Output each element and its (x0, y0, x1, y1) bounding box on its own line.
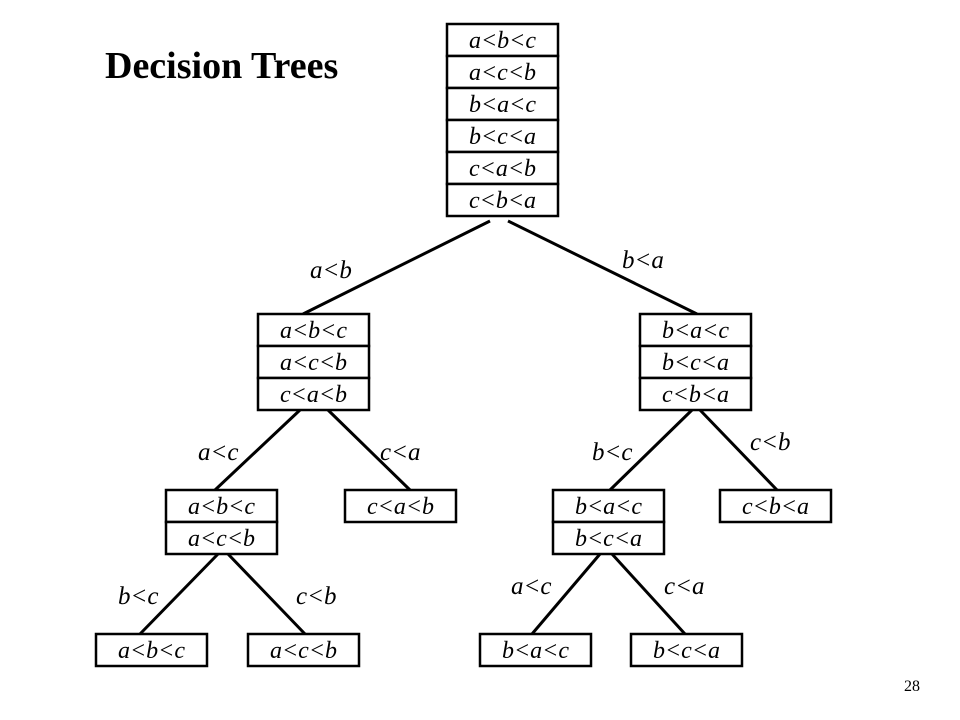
ordering-label: b<c<a (662, 350, 729, 376)
tree-node-rll: b<a<c (478, 632, 593, 668)
ordering-label: a<c<b (188, 526, 255, 552)
edge-rl-to-rlr (610, 552, 687, 636)
edge-label-r-to-rl: b<c (592, 439, 632, 466)
node-cell (445, 22, 560, 58)
node-cell (445, 86, 560, 122)
tree-node-lr: c<a<b (343, 488, 458, 524)
ordering-label: a<b<c (280, 318, 347, 344)
tree-node-r: b<a<c b<c<a c<b<a (638, 312, 753, 412)
ordering-label: a<b<c (469, 28, 536, 54)
ordering-label: b<a<c (575, 494, 642, 520)
tree-node-rlr: b<c<a (629, 632, 744, 668)
edge-r-to-rl (608, 408, 694, 492)
ordering-label: c<b<a (469, 188, 536, 214)
edge-label-ll-to-lll: b<c (118, 583, 158, 610)
edge-label-rl-to-rll: a<c (511, 573, 551, 600)
slide-title: Decision Trees (105, 45, 339, 87)
tree-node-root: a<b<c a<c<b b<a<c b<c<a c<a<b c<b<a (445, 22, 560, 218)
node-cell (164, 520, 279, 556)
ordering-label: a<b<c (118, 638, 185, 664)
ordering-label: b<c<a (653, 638, 720, 664)
node-cell (343, 488, 458, 524)
node-cell (246, 632, 361, 668)
node-cell (638, 376, 753, 412)
ordering-label: b<a<c (502, 638, 569, 664)
ordering-label: b<c<a (469, 124, 536, 150)
node-cell (256, 344, 371, 380)
ordering-label: c<b<a (742, 494, 809, 520)
tree-node-rl: b<a<c b<c<a (551, 488, 666, 556)
edge-label-l-to-ll: a<c (198, 439, 238, 466)
ordering-label: c<a<b (469, 156, 536, 182)
edge-ll-to-lll (138, 552, 220, 636)
node-cell (94, 632, 209, 668)
edge-root-to-r (507, 219, 698, 316)
node-cell (638, 312, 753, 348)
node-cell (551, 520, 666, 556)
edge-rl-to-rll (530, 553, 602, 635)
edge-label-ll-to-llr: c<b (296, 583, 336, 610)
edge-label-l-to-lr: c<a (380, 439, 420, 466)
edge-label-root-to-l: a<b (310, 257, 352, 284)
edge-l-to-ll (213, 408, 302, 492)
node-cell (551, 488, 666, 524)
node-cell (445, 118, 560, 154)
ordering-label: b<a<c (662, 318, 729, 344)
node-cell (445, 54, 560, 90)
node-cell (256, 376, 371, 412)
node-cell (478, 632, 593, 668)
ordering-label: a<c<b (469, 60, 536, 86)
ordering-label: c<b<a (662, 382, 729, 408)
edge-r-to-rr (698, 408, 779, 492)
tree-node-ll: a<b<c a<c<b (164, 488, 279, 556)
ordering-label: b<a<c (469, 92, 536, 118)
ordering-label: a<c<b (280, 350, 347, 376)
ordering-label: c<a<b (280, 382, 347, 408)
page-number: 28 (904, 678, 920, 695)
edge-label-root-to-r: b<a (622, 247, 664, 274)
edge-label-r-to-rr: c<b (750, 429, 790, 456)
node-cell (256, 312, 371, 348)
ordering-label: a<b<c (188, 494, 255, 520)
node-cell (718, 488, 833, 524)
tree-node-rr: c<b<a (718, 488, 833, 524)
ordering-label: a<c<b (270, 638, 337, 664)
tree-node-lll: a<b<c (94, 632, 209, 668)
node-cell (638, 344, 753, 380)
tree-node-l: a<b<c a<c<b c<a<b (256, 312, 371, 412)
node-cell (445, 182, 560, 218)
ordering-label: b<c<a (575, 526, 642, 552)
node-cell (629, 632, 744, 668)
edge-l-to-lr (326, 408, 412, 492)
edge-ll-to-llr (226, 552, 307, 636)
ordering-label: c<a<b (367, 494, 434, 520)
edge-label-rl-to-rlr: c<a (664, 573, 704, 600)
tree-node-llr: a<c<b (246, 632, 361, 668)
edge-root-to-l (302, 219, 491, 316)
node-cell (164, 488, 279, 524)
